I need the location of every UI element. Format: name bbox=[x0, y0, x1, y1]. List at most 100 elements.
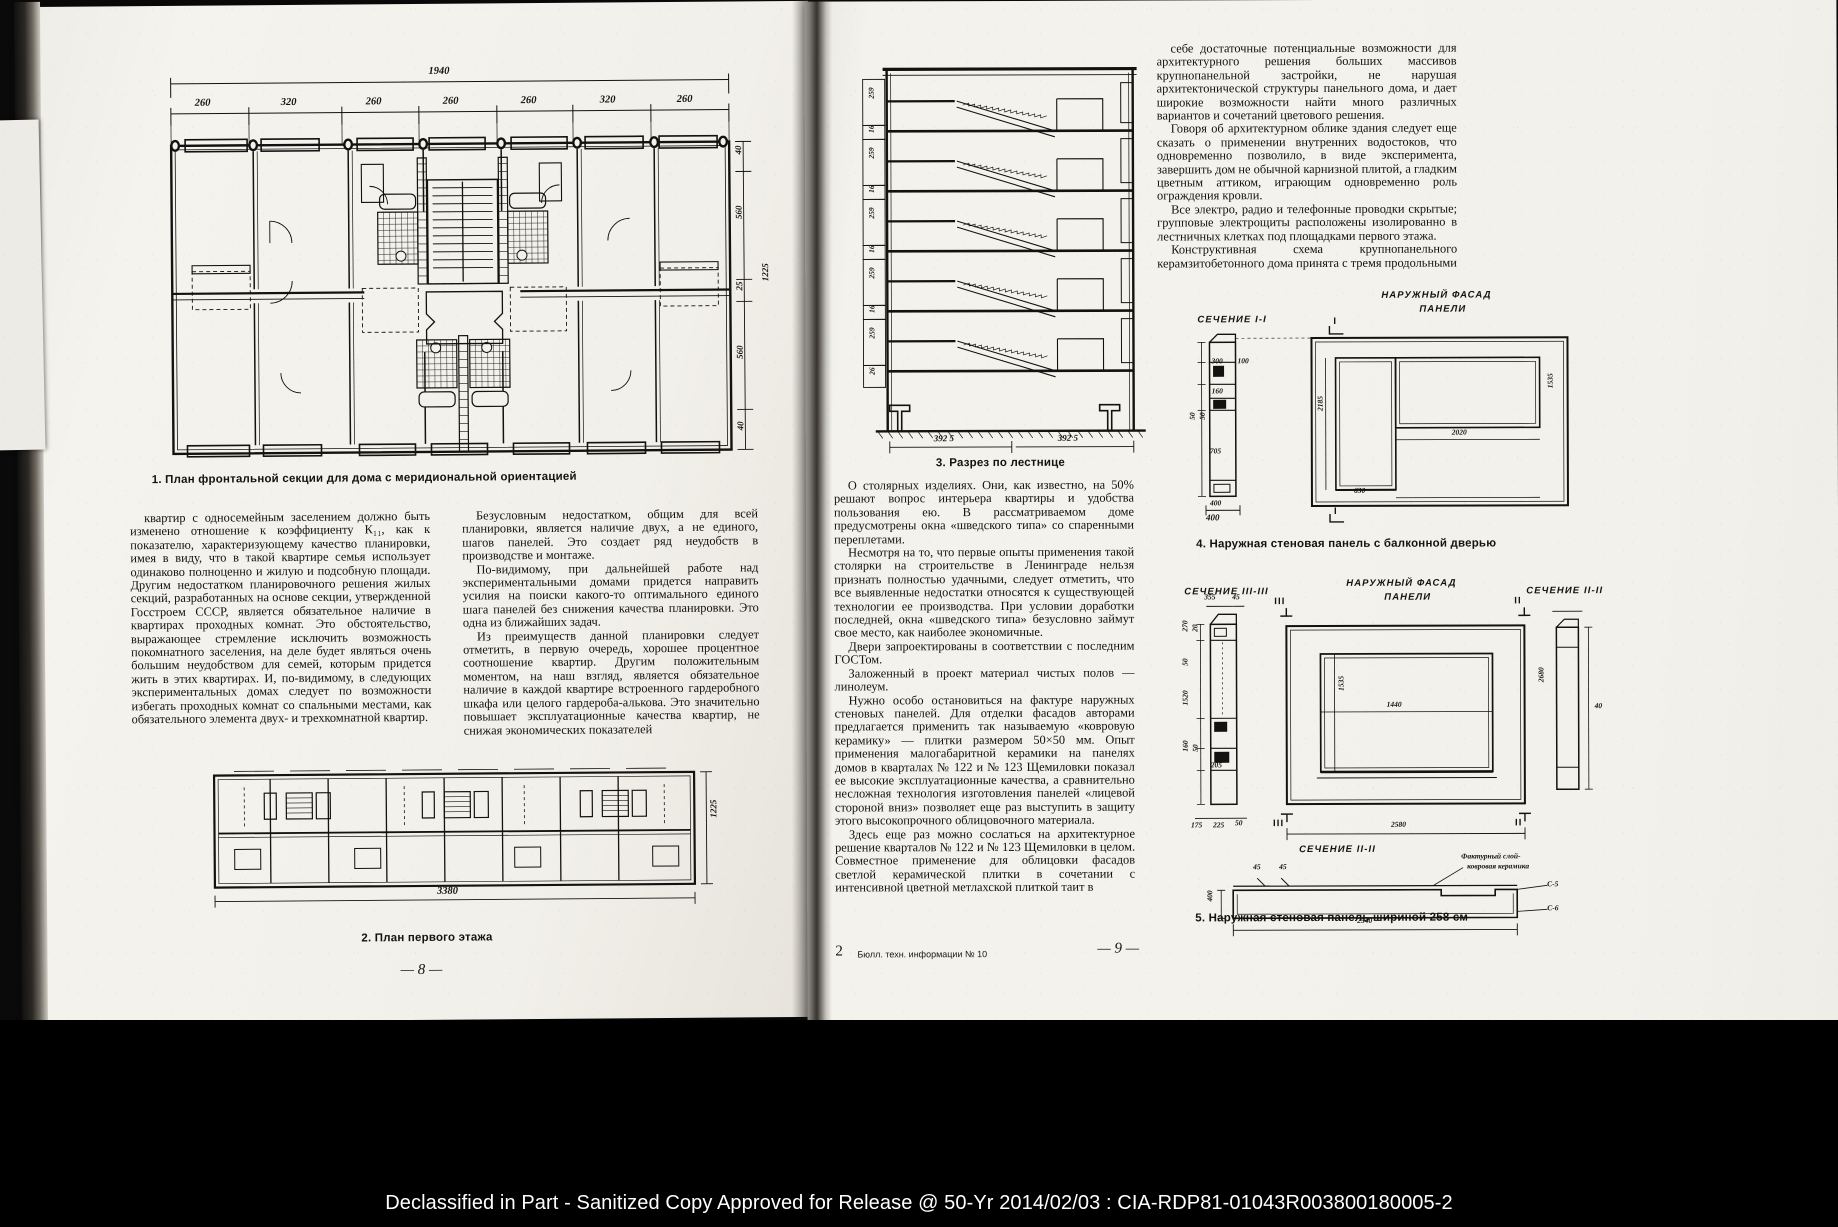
fig3-dim-9: 26 bbox=[867, 367, 877, 375]
fig4-dim-2020: 2020 bbox=[1451, 427, 1467, 437]
fig5-dim-45-top2: 45 bbox=[1279, 862, 1287, 872]
fig3-dim-6: 259 bbox=[867, 267, 877, 279]
fig5-dim-40: 40 bbox=[1594, 701, 1603, 711]
paragraph: Из преимуществ данной планировки следует… bbox=[463, 626, 760, 738]
fig5-dim-1440: 1440 bbox=[1386, 699, 1402, 709]
left-page-folio: — 8 — bbox=[400, 961, 443, 979]
left-page-text-column-1: квартир с односемейным заселением должно… bbox=[130, 508, 432, 727]
fig3-dim-0: 259 bbox=[866, 87, 876, 99]
fig1-dim-top-1: 320 bbox=[280, 96, 297, 109]
fig1-dim-overall: 1940 bbox=[428, 65, 450, 77]
fig2-dim-width: 3380 bbox=[436, 885, 459, 897]
paragraph: Несмотря на то, что первые опыты примене… bbox=[834, 544, 1135, 641]
page-gutter-shadow bbox=[792, 0, 832, 1024]
fig3-dim-8: 259 bbox=[867, 327, 877, 339]
fig5-note-line1: Фактурный слой- bbox=[1461, 851, 1521, 861]
fig5-dim-175: 175 bbox=[1190, 820, 1203, 830]
fig1-dim-top-5: 320 bbox=[599, 94, 616, 106]
left-page: 1940 260 320 260 260 260 320 260 40 560 … bbox=[18, 0, 816, 1024]
fig4-mark-top: I bbox=[1333, 315, 1338, 327]
fig5-dim-50b: 50 bbox=[1190, 744, 1200, 752]
right-page-signature: 2 bbox=[835, 943, 843, 960]
declassification-banner: Declassified in Part - Sanitized Copy Ap… bbox=[385, 1191, 1453, 1214]
figure-1-caption: 1. План фронтальной секции для дома с ме… bbox=[151, 470, 577, 487]
fig4-dim-50a: 50 bbox=[1187, 412, 1197, 420]
fig1-dim-top-6: 260 bbox=[676, 93, 693, 105]
fig5-dim-355: 355 bbox=[1204, 592, 1216, 602]
fig4-section-label: СЕЧЕНИЕ I-I bbox=[1197, 314, 1267, 326]
fig5-dim-205: 205 bbox=[1210, 760, 1223, 770]
fig5-label-c6: С-6 bbox=[1547, 903, 1559, 913]
fig5-dim-50c: 50 bbox=[1234, 818, 1243, 828]
fig4-dim-1535: 1535 bbox=[1545, 373, 1555, 389]
paragraph: Безусловным недостатком, общим для всей … bbox=[462, 506, 759, 563]
right-page-text-column-bottom: О столярных изделиях. Они, как известно,… bbox=[833, 477, 1136, 896]
paragraph: себе достаточные потенциальные возможнос… bbox=[1156, 40, 1457, 123]
fig3-base-dim-1: 392 5 bbox=[1057, 432, 1079, 443]
figure-3-caption: 3. Разрез по лестнице bbox=[935, 456, 1066, 470]
paragraph: По-видимому, при дальнейшей работе над э… bbox=[462, 559, 759, 630]
fig4-dim-160: 160 bbox=[1211, 386, 1223, 396]
fig4-dim-50b: 50 bbox=[1197, 412, 1207, 420]
fig5-mark-III-top: III bbox=[1274, 596, 1286, 608]
fig2-dim-height: 1225 bbox=[708, 799, 719, 818]
fig5-dim-1535: 1535 bbox=[1336, 675, 1346, 691]
figure-2-caption: 2. План первого этажа bbox=[361, 931, 493, 945]
paragraph: Конструктивная схема крупнопанельного ке… bbox=[1157, 241, 1458, 271]
fig3-dim-2: 259 bbox=[866, 147, 876, 159]
banner-left-block bbox=[0, 1182, 150, 1222]
figure-5-wall-panel-258: СЕЧЕНИЕ III-III НАРУЖНЫЙ ФАСАД ПАНЕЛИ СЕ… bbox=[1174, 571, 1615, 872]
fig3-dim-7: 16 bbox=[867, 305, 877, 313]
fig4-dim-705: 705 bbox=[1209, 446, 1222, 456]
fig4-dim-400-bottom: 400 bbox=[1206, 512, 1220, 523]
fig5-dim-225: 225 bbox=[1212, 820, 1225, 830]
paragraph: Здесь еще раз можно сослаться на архитек… bbox=[835, 826, 1136, 895]
fig5-dim-160: 160 bbox=[1180, 740, 1190, 752]
fig5-section-label-right: СЕЧЕНИЕ II-II bbox=[1526, 585, 1604, 597]
fig3-dim-1: 16 bbox=[866, 125, 876, 133]
fig5-dim-45: 45 bbox=[1232, 592, 1240, 602]
fig5-dim-2580: 2580 bbox=[1390, 819, 1406, 829]
fig4-dim-100: 100 bbox=[1237, 356, 1249, 366]
fig5-dim-400-left: 400 bbox=[1205, 890, 1215, 902]
fig5-dim-45-top: 45 bbox=[1253, 862, 1261, 872]
fig1-dim-top-4: 260 bbox=[520, 95, 537, 107]
paragraph: Двери запроектированы в соответствии с п… bbox=[834, 638, 1135, 667]
bottom-black-band bbox=[0, 1020, 1838, 1227]
paragraph: Нужно особо остановиться на фактуре нару… bbox=[834, 692, 1135, 828]
fig5-dim-20: 20 bbox=[1190, 624, 1200, 632]
fig3-base-dim-0: 392 5 bbox=[933, 433, 955, 444]
fig1-dim-right-3: 1225 bbox=[760, 263, 771, 282]
fig5-facade-label-1: НАРУЖНЫЙ ФАСАД bbox=[1346, 577, 1457, 589]
fig1-dim-right-5: 40 bbox=[735, 421, 746, 431]
fig5-label-c5: С-5 bbox=[1547, 879, 1559, 889]
fig4-facade-label-2: ПАНЕЛИ bbox=[1419, 303, 1467, 315]
fig5-section-label-left: СЕЧЕНИЕ III-III bbox=[1184, 586, 1269, 598]
fig4-dim-2185: 2185 bbox=[1315, 395, 1325, 412]
fig1-dim-right-0: 40 bbox=[733, 145, 744, 155]
fig4-dim-400: 400 bbox=[1209, 498, 1222, 508]
paragraph: О столярных изделиях. Они, как известно,… bbox=[833, 477, 1135, 547]
fig1-dim-right-2: 25 bbox=[734, 281, 745, 291]
right-page-folio: — 9 — bbox=[1097, 940, 1140, 957]
fig5-note-line2: ковровая керамика bbox=[1467, 861, 1530, 871]
paragraph: Все электро, радио и телефонные проводки… bbox=[1157, 201, 1458, 244]
fig5-dim-50: 50 bbox=[1180, 658, 1190, 666]
fig1-dim-top-2: 260 bbox=[365, 96, 382, 108]
paragraph: Говоря об архитектурном облике здания сл… bbox=[1156, 121, 1457, 203]
fig1-dim-top-0: 260 bbox=[194, 97, 211, 109]
fig5-mark-II-top: II bbox=[1514, 595, 1522, 607]
right-page-text-column-top: себе достаточные потенциальные возможнос… bbox=[1156, 40, 1458, 271]
fig5-section-label-bottom: СЕЧЕНИЕ II-II bbox=[1299, 843, 1377, 856]
left-edge-paper-scrap bbox=[0, 119, 46, 451]
fig5-dim-270: 270 bbox=[1180, 620, 1190, 632]
fig5-mark-II-bottom: II bbox=[1514, 817, 1523, 829]
fig4-dim-300: 300 bbox=[1211, 356, 1223, 366]
fig3-dim-4: 259 bbox=[867, 207, 877, 219]
fig3-dim-5: 16 bbox=[867, 245, 877, 253]
fig4-dim-10: 10 bbox=[1215, 400, 1224, 410]
paragraph: Заложенный в проект материал чистых поло… bbox=[834, 665, 1135, 694]
fig4-dim-630: 630 bbox=[1353, 485, 1366, 495]
left-page-text-column-2: Безусловным недостатком, общим для всей … bbox=[462, 506, 760, 738]
paragraph: квартир с односемейным заселением должно… bbox=[130, 508, 432, 727]
